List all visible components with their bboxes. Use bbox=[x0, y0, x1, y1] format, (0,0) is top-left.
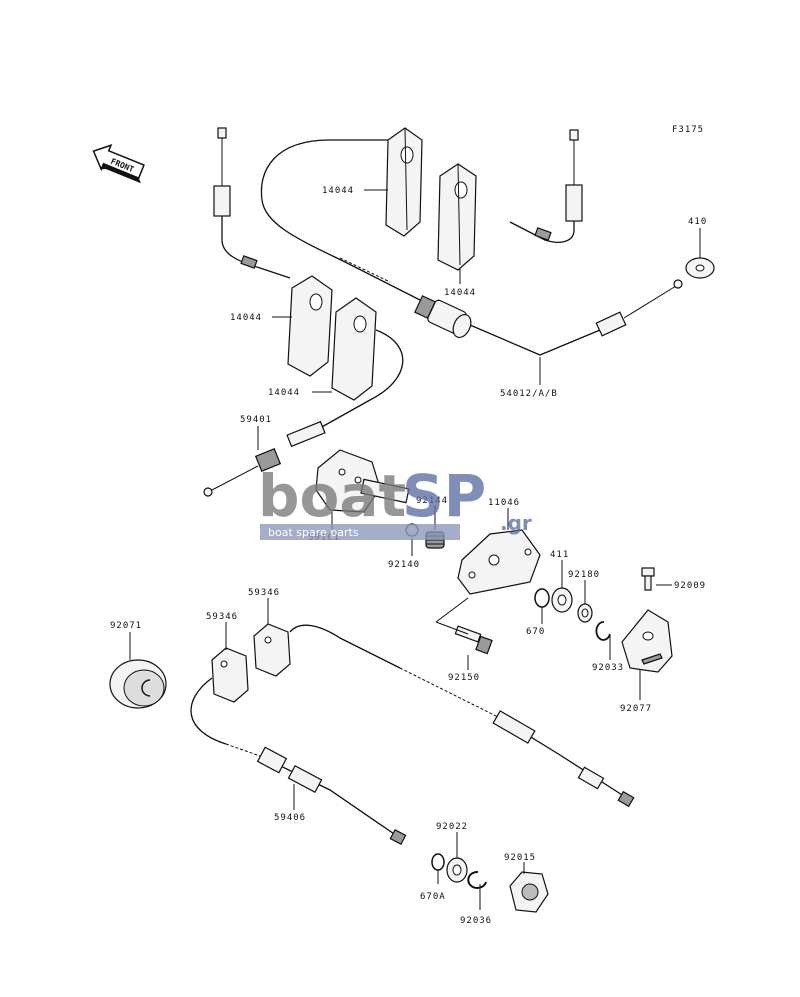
callout-92015: 92015 bbox=[504, 853, 536, 863]
watermark-tagline-bar bbox=[260, 524, 460, 540]
cover-92077 bbox=[621, 609, 673, 673]
clip-92033 bbox=[595, 621, 611, 641]
callout-54012: 54012/A/B bbox=[500, 389, 558, 399]
callout-92033: 92033 bbox=[592, 663, 624, 673]
callout-92077: 92077 bbox=[620, 704, 652, 714]
clamp-14044-middle-b bbox=[331, 297, 377, 401]
watermark-brand-a: boat bbox=[258, 462, 406, 530]
callout-410: 410 bbox=[688, 217, 707, 227]
bolt-92150 bbox=[454, 625, 493, 655]
callout-59346-a: 59346 bbox=[206, 612, 238, 622]
callout-59406: 59406 bbox=[274, 813, 306, 823]
callout-92144: 92144 bbox=[416, 496, 448, 506]
clamp-14044-upper-b bbox=[437, 163, 477, 271]
callout-92150: 92150 bbox=[448, 673, 480, 683]
watermark-tagline: boat spare parts bbox=[268, 526, 359, 539]
watermark-suffix: .gr bbox=[500, 511, 532, 535]
figure-code: F3175 bbox=[672, 125, 704, 135]
clamp-14044-upper-a bbox=[385, 127, 423, 237]
callout-92022: 92022 bbox=[436, 822, 468, 832]
callout-92140: 92140 bbox=[388, 560, 420, 570]
clip-92036 bbox=[467, 870, 487, 889]
watermark: boat SP .gr boat spare parts bbox=[258, 462, 532, 540]
front-arrow-icon: FRONT bbox=[92, 144, 145, 184]
callout-670: 670 bbox=[526, 627, 545, 637]
lever-59101 bbox=[315, 449, 410, 513]
callout-670a: 670A bbox=[420, 892, 446, 902]
cable-59406 bbox=[190, 677, 407, 846]
rubber-92071 bbox=[109, 659, 167, 709]
bracket-11046 bbox=[457, 529, 541, 595]
washer-411 bbox=[551, 587, 573, 613]
callout-92071: 92071 bbox=[110, 621, 142, 631]
watermark-brand-b: SP bbox=[402, 462, 486, 530]
clamp-59346-b bbox=[253, 623, 291, 677]
upper-left-cable-end bbox=[213, 127, 291, 279]
steering-cable-54012 bbox=[260, 139, 683, 356]
callout-92180: 92180 bbox=[568, 570, 600, 580]
callout-14044-b: 14044 bbox=[444, 288, 476, 298]
callout-92036: 92036 bbox=[460, 916, 492, 926]
washer-410 bbox=[685, 257, 715, 279]
o-ring-670a bbox=[431, 853, 445, 871]
washer-92022 bbox=[446, 857, 468, 883]
washer-92180 bbox=[577, 603, 593, 623]
callout-92009: 92009 bbox=[674, 581, 706, 591]
nut-92015 bbox=[509, 871, 549, 913]
clamp-59346-a bbox=[211, 647, 249, 703]
leader-lines bbox=[129, 189, 701, 910]
upper-right-cable-end bbox=[509, 129, 583, 243]
callout-14044-c: 14044 bbox=[230, 313, 262, 323]
o-ring-670 bbox=[534, 588, 550, 608]
callout-14044-a: 14044 bbox=[322, 186, 354, 196]
callout-411: 411 bbox=[550, 550, 569, 560]
clamp-14044-middle-a bbox=[287, 275, 333, 377]
cable-59401 bbox=[203, 329, 404, 497]
callout-59401: 59401 bbox=[240, 415, 272, 425]
callout-59346-b: 59346 bbox=[248, 588, 280, 598]
callout-14044-d: 14044 bbox=[268, 388, 300, 398]
screw-92009 bbox=[641, 567, 655, 591]
throttle-cable bbox=[289, 624, 635, 808]
callout-11046: 11046 bbox=[488, 498, 520, 508]
